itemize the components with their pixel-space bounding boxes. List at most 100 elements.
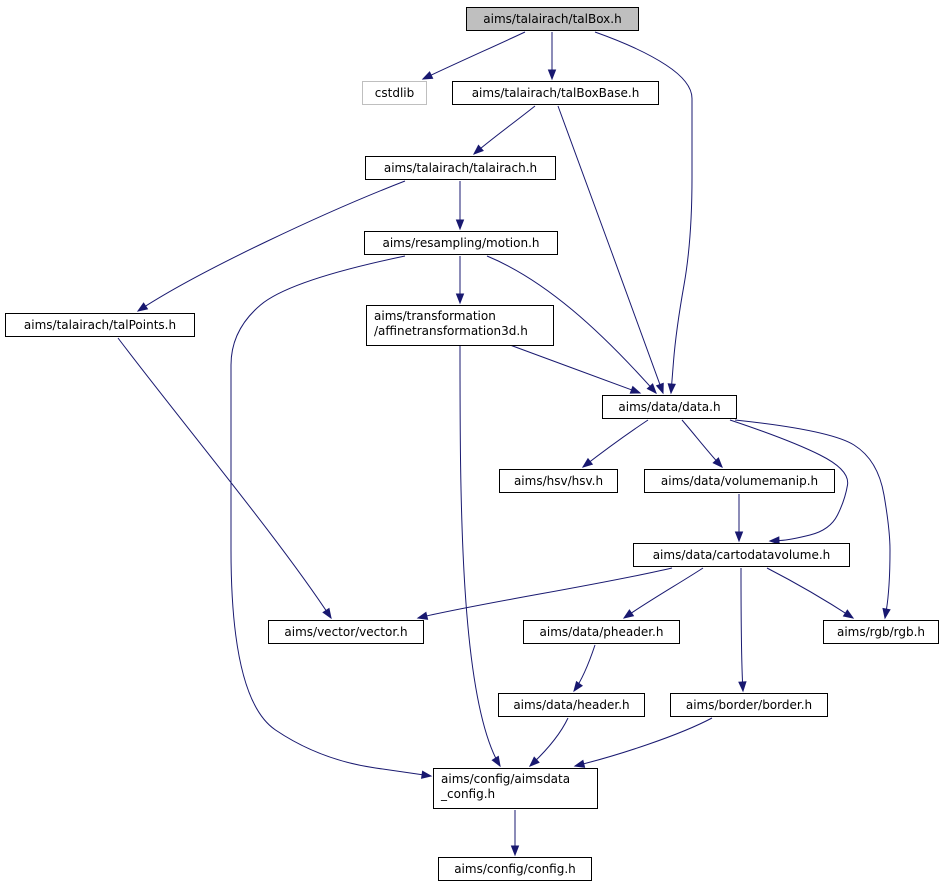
arrowhead [646, 383, 657, 395]
node-box [466, 7, 639, 31]
arrowhead [768, 536, 780, 545]
node-label: aims/talairach/talBox.h [483, 12, 621, 26]
node-label: aims/rgb/rgb.h [837, 625, 925, 639]
node-vector[interactable]: aims/vector/vector.h [268, 620, 424, 644]
edge-pheader-to-header [573, 644, 596, 693]
edge-data-to-hsv [581, 419, 649, 468]
arrowhead [420, 770, 433, 779]
edge-line [459, 345, 501, 767]
node-affine[interactable]: aims/transformation/affinetransformation… [366, 305, 554, 346]
arrowhead [472, 144, 484, 155]
node-label: aims/data/pheader.h [540, 625, 664, 639]
arrowhead [455, 219, 465, 231]
arrowhead [528, 756, 540, 767]
edge-volumemanip-to-cartodata [734, 494, 744, 543]
edge-talpoints-to-vector [117, 337, 332, 620]
node-rgb[interactable]: aims/rgb/rgb.h [823, 620, 939, 644]
node-data[interactable]: aims/data/data.h [602, 395, 737, 419]
edge-line [137, 180, 406, 312]
node-border[interactable]: aims/border/border.h [670, 693, 828, 717]
node-label: cstdlib [375, 86, 414, 100]
node-box [644, 469, 835, 493]
node-volumemanip[interactable]: aims/data/volumemanip.h [644, 469, 835, 493]
node-talboxbase[interactable]: aims/talairach/talBoxBase.h [452, 81, 659, 105]
node-box [523, 620, 680, 644]
node-aimsdata_cfg[interactable]: aims/config/aimsdata_config.h [433, 768, 598, 809]
arrowhead [712, 457, 723, 469]
node-label: _config.h [440, 787, 495, 801]
node-box [362, 81, 427, 105]
node-label: aims/config/config.h [454, 862, 576, 876]
edge-talbox-to-talboxbase [547, 32, 557, 81]
node-label: aims/border/border.h [686, 698, 812, 712]
edge-talboxbase-to-data [557, 105, 664, 395]
node-box [498, 693, 645, 717]
node-cstdlib[interactable]: cstdlib [362, 81, 427, 105]
arrowhead [622, 609, 635, 619]
node-cartodata[interactable]: aims/data/cartodatavolume.h [633, 543, 850, 567]
edge-data-to-cartodata [729, 419, 849, 545]
edge-affine-to-data [509, 344, 642, 394]
node-talbox[interactable]: aims/talairach/talBox.h [466, 7, 639, 31]
edge-line [557, 105, 664, 394]
edge-line [417, 567, 673, 619]
arrowhead [416, 611, 429, 620]
edge-motion-to-affine [455, 255, 465, 305]
arrowhead [738, 681, 747, 693]
edge-line [574, 717, 713, 767]
edge-border-to-aimsdata_cfg [573, 717, 713, 768]
edge-line [509, 344, 641, 394]
nodes-layer: aims/talairach/talBox.h cstdlib aims/talai… [5, 7, 939, 881]
edge-motion-to-aimsdata_cfg [230, 255, 433, 779]
node-label: aims/resampling/motion.h [382, 236, 539, 250]
node-header[interactable]: aims/data/header.h [498, 693, 645, 717]
node-box [670, 693, 828, 717]
edge-line [734, 419, 891, 619]
arrowhead [629, 385, 642, 394]
arrowhead [734, 531, 744, 543]
arrowhead [421, 71, 434, 80]
node-label: aims/data/cartodatavolume.h [653, 548, 831, 562]
arrowhead [882, 607, 891, 620]
node-pheader[interactable]: aims/data/pheader.h [523, 620, 680, 644]
node-box [365, 156, 556, 180]
edge-line [117, 337, 332, 619]
edge-motion-to-data [486, 255, 657, 395]
node-box [5, 313, 195, 337]
arrowhead [655, 382, 664, 395]
arrowhead [573, 759, 586, 768]
edge-talairach-to-motion [455, 180, 465, 231]
edge-cartodata-to-pheader [622, 567, 704, 619]
edge-line [623, 567, 704, 619]
arrowhead [491, 755, 501, 768]
arrowhead [547, 69, 557, 81]
node-box [452, 81, 659, 105]
node-talpoints[interactable]: aims/talairach/talPoints.h [5, 313, 195, 337]
edge-line [486, 255, 657, 394]
edge-affine-to-aimsdata_cfg [459, 345, 501, 768]
node-box [499, 469, 618, 493]
node-label: aims/talairach/talBoxBase.h [472, 86, 640, 100]
node-box [438, 857, 592, 881]
node-label: aims/data/data.h [618, 400, 720, 414]
edge-line [582, 419, 649, 468]
node-motion[interactable]: aims/resampling/motion.h [364, 231, 558, 255]
edge-line [594, 31, 693, 394]
node-hsv[interactable]: aims/hsv/hsv.h [499, 469, 618, 493]
node-label: aims/hsv/hsv.h [514, 474, 603, 488]
node-config[interactable]: aims/config/config.h [438, 857, 592, 881]
node-box [366, 305, 554, 346]
edge-line [740, 567, 744, 692]
edge-talbox-to-data [594, 31, 693, 395]
edge-line [230, 255, 432, 777]
node-label: /affinetransformation3d.h [374, 324, 528, 338]
edge-talbox-to-cstdlib [421, 31, 526, 80]
arrowhead [322, 607, 332, 620]
edge-line [422, 31, 526, 80]
node-talairach[interactable]: aims/talairach/talairach.h [365, 156, 556, 180]
edge-line [473, 105, 536, 155]
arrowhead [842, 609, 855, 619]
arrowhead [573, 680, 584, 693]
edge-data-to-rgb [734, 419, 891, 620]
